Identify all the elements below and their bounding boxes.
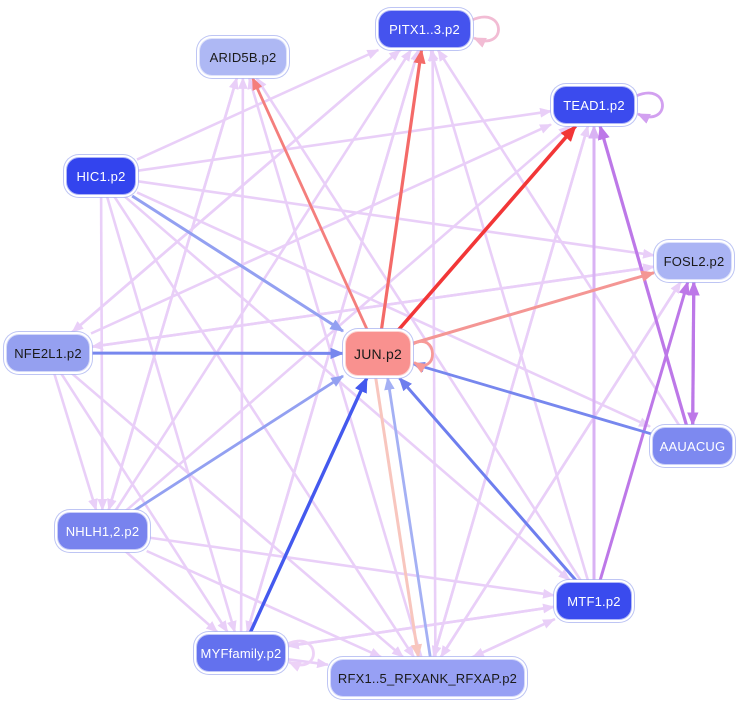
node-pitx1-label: PITX1..3.p2 <box>389 21 460 37</box>
node-rfx-label: RFX1..5_RFXANK_RFXAP.p2 <box>337 670 518 686</box>
node-aauacug[interactable]: AAUACUG <box>652 427 733 465</box>
node-arid5b-label: ARID5B.p2 <box>209 49 277 65</box>
edge-JUN-ARID5B <box>251 76 369 331</box>
edge-HIC1-JUN <box>131 194 345 333</box>
self-loop-PITX1 <box>471 15 500 48</box>
node-nhlh[interactable]: NHLH1,2.p2 <box>57 512 148 550</box>
edge-NHLH-MTF1 <box>148 536 556 599</box>
edge-HIC1-FOSL2 <box>136 179 656 259</box>
node-nfe2l1[interactable]: NFE2L1.p2 <box>6 334 90 372</box>
node-pitx1[interactable]: PITX1..3.p2 <box>378 10 471 48</box>
self-loop-JUN <box>411 340 434 374</box>
edge-AAUACUG-PITX1 <box>436 49 681 427</box>
node-nhlh-label: NHLH1,2.p2 <box>65 523 140 539</box>
edge-PITX1-MYF <box>245 48 420 633</box>
node-hic1-label: HIC1.p2 <box>76 168 126 184</box>
edge-RFX-MTF1 <box>470 618 555 660</box>
edge-HIC1-MYF <box>105 195 237 633</box>
edge-FOSL2-AAUACUG <box>687 280 699 427</box>
edge-FOSL2-NFE2L1 <box>90 265 656 351</box>
edge-MYF-MTF1 <box>286 603 556 648</box>
self-loop-TEAD1 <box>635 91 664 124</box>
edge-JUN-RFX <box>374 376 423 659</box>
node-mtf1[interactable]: MTF1.p2 <box>556 582 632 620</box>
edge-NHLH-JUN <box>132 374 344 513</box>
edge-MYF-ARID5B <box>237 76 248 634</box>
node-aauacug-label: AAUACUG <box>659 438 726 454</box>
edge-HIC1-AAUACUG <box>136 191 651 428</box>
edge-HIC1-TEAD1 <box>136 107 553 173</box>
edge-PITX1-NFE2L1 <box>71 48 403 333</box>
node-rfx[interactable]: RFX1..5_RFXANK_RFXAP.p2 <box>330 659 525 697</box>
edge-MYF-JUN <box>248 376 369 634</box>
edge-MTF1-JUN <box>398 377 578 582</box>
node-fosl2[interactable]: FOSL2.p2 <box>656 242 732 280</box>
edge-ARID5B-NHLH <box>107 76 239 511</box>
node-arid5b[interactable]: ARID5B.p2 <box>199 38 287 76</box>
node-mtf1-label: MTF1.p2 <box>567 593 621 609</box>
edge-FOSL2-RFX <box>439 280 683 658</box>
edge-MTF1-ARID5B <box>255 77 583 582</box>
node-myffamily-label: MYFfamily.p2 <box>200 645 282 661</box>
edge-JUN-FOSL2 <box>411 270 656 345</box>
node-hic1[interactable]: HIC1.p2 <box>66 157 136 195</box>
edge-NFE2L1-RFX <box>70 372 404 658</box>
node-tead1-label: TEAD1.p2 <box>563 97 625 113</box>
node-jun-label: JUN.p2 <box>354 345 402 362</box>
edge-HIC1-MTF1 <box>123 195 571 581</box>
edge-NHLH-MYF <box>124 550 219 633</box>
node-fosl2-label: FOSL2.p2 <box>663 253 725 269</box>
self-loop-MYF <box>286 639 315 672</box>
edge-AAUACUG-JUN <box>411 362 652 436</box>
node-tead1[interactable]: TEAD1.p2 <box>553 86 635 124</box>
node-nfe2l1-label: NFE2L1.p2 <box>14 345 82 361</box>
edge-TEAD1-RFX <box>431 124 590 658</box>
node-myffamily[interactable]: MYFfamily.p2 <box>196 634 286 672</box>
node-jun[interactable]: JUN.p2 <box>345 331 411 376</box>
edge-NFE2L1-NHLH <box>52 372 98 511</box>
edge-RFX-ARID5B <box>247 77 423 659</box>
edge-NHLH-TEAD1 <box>124 125 571 512</box>
edge-JUN-TEAD1 <box>397 124 578 332</box>
edge-JUN-PITX1 <box>379 48 426 331</box>
edge-RFX-JUN <box>384 376 432 659</box>
